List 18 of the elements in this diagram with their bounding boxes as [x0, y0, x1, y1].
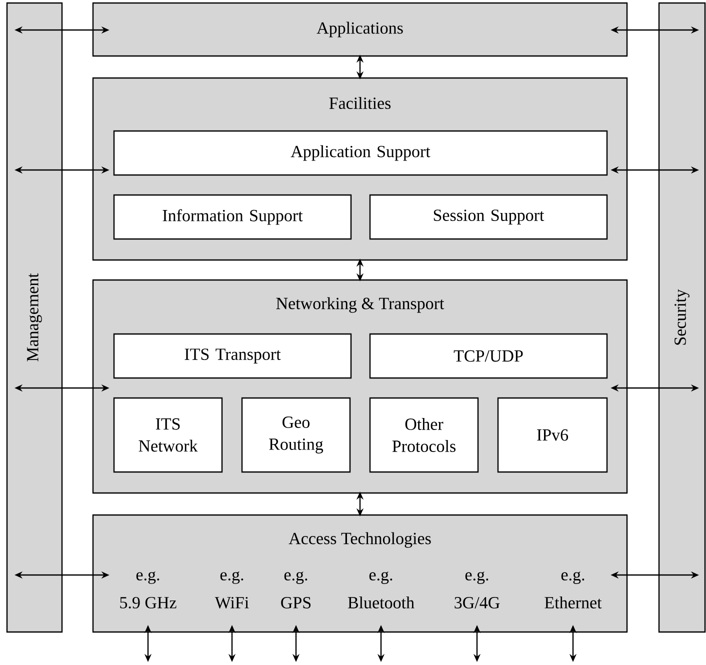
technology-label: e.g. WiFi: [214, 572, 249, 608]
side-panel: Security: [658, 2, 706, 633]
technology-label: e.g. 3G/4G: [454, 572, 500, 608]
component-box: Information Support: [113, 194, 352, 240]
component-box: Other Protocols: [369, 397, 479, 473]
technology-label: e.g. Bluetooth: [348, 572, 414, 608]
component-box: Application Support: [113, 130, 608, 176]
technology-label: e.g. Ethernet: [544, 572, 602, 608]
component-box: Geo Routing: [241, 397, 351, 473]
component-box: Session Support: [369, 194, 608, 240]
technology-label: e.g. 5.9 GHz: [120, 572, 176, 608]
side-panel: Management: [6, 2, 63, 633]
component-box: TCP/UDP: [369, 333, 608, 379]
component-box: ITS Transport: [113, 333, 352, 379]
technology-label: e.g. GPS: [281, 572, 311, 608]
component-box: IPv6: [497, 397, 608, 473]
component-box: ITS Network: [113, 397, 223, 473]
layer-box: Applications: [92, 2, 628, 57]
